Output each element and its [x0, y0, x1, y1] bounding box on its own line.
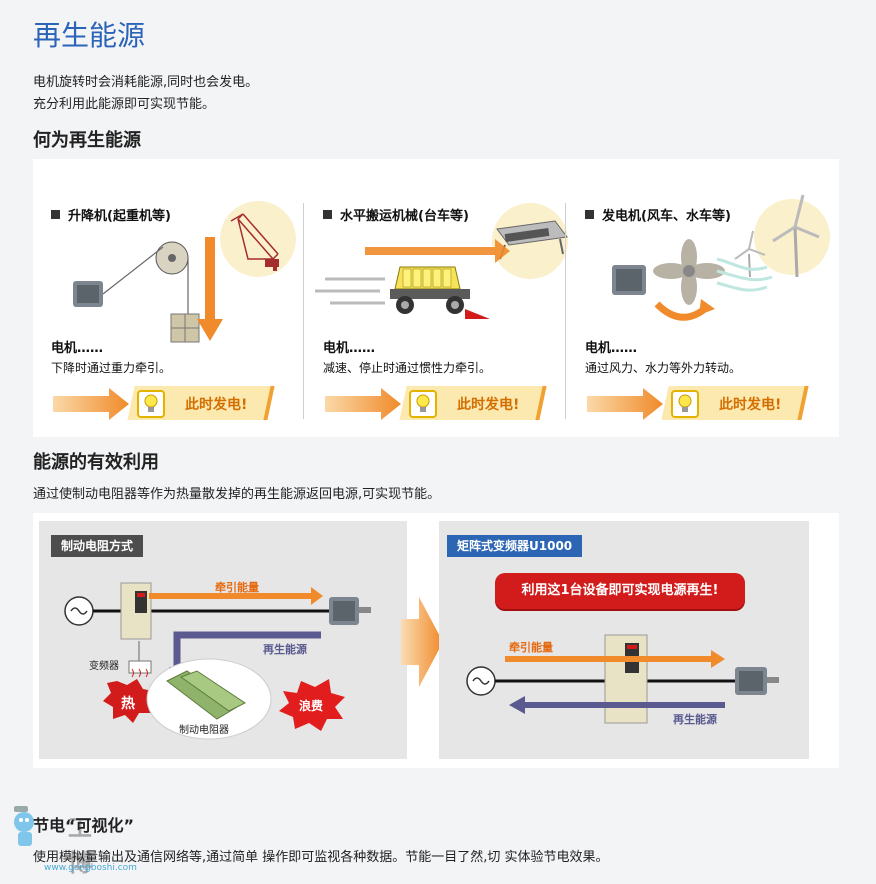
- lightbulb-icon: [409, 390, 437, 418]
- example-title: 水平搬运机械(台车等): [323, 205, 469, 224]
- matrix-inverter-diagram: 矩阵式变频器U1000 利用这1台设备即可实现电源再生! 牵引能量 再生能源: [439, 521, 809, 759]
- crane-illustration: [73, 201, 296, 343]
- regen-highlight-pill: 利用这1台设备即可实现电源再生!: [495, 573, 745, 609]
- motor-label: 电机……: [585, 341, 638, 356]
- braking-diagram-graphic: [64, 582, 371, 740]
- motor-desc: 通过风力、水力等外力转动。: [585, 361, 742, 375]
- motor-desc: 减速、停止时通过惯性力牵引。: [323, 361, 492, 375]
- arrow-right-icon: [587, 388, 663, 420]
- example-title: 升降机(起重机等): [51, 205, 171, 224]
- example-title: 发电机(风车、水车等): [585, 205, 731, 224]
- section3-heading: 节电“可视化”: [33, 816, 135, 835]
- motor-label: 电机……: [323, 341, 376, 356]
- intro-line-1: 电机旋转时会消耗能源,同时也会发电。: [33, 75, 259, 90]
- cart-illustration: [315, 203, 568, 319]
- energy-use-panel: 制动电阻方式 牵引能量 再生能源 变频器 热 制动电阻器: [33, 513, 839, 768]
- generation-text: 此时发电!: [719, 397, 782, 413]
- section2-text: 通过使制动电阻器等作为热量散发掉的再生能源返回电源,可实现节能。: [33, 487, 441, 502]
- generation-text: 此时发电!: [185, 397, 248, 413]
- matrix-inverter-tag: 矩阵式变频器U1000: [447, 535, 583, 557]
- big-arrow-right-icon: [401, 597, 443, 687]
- regen-energy-label: 再生能源: [263, 643, 307, 656]
- lightbulb-icon: [137, 390, 165, 418]
- brand-mark: 工博士: [68, 814, 96, 877]
- heat-label: 热: [121, 696, 135, 712]
- windmill-illustration: [612, 194, 830, 321]
- traction-energy-label: 牵引能量: [215, 581, 259, 594]
- lightbulb-icon: [671, 390, 699, 418]
- divider: [565, 203, 566, 419]
- section1-heading: 何为再生能源: [33, 130, 141, 151]
- motor-desc: 下降时通过重力牵引。: [51, 361, 172, 375]
- braking-resistor-diagram: 制动电阻方式 牵引能量 再生能源 变频器 热 制动电阻器: [39, 521, 407, 759]
- example-lift: 升降机(起重机等) 电机…… 下降时通过重力牵引。: [33, 159, 296, 437]
- intro-text: 电机旋转时会消耗能源,同时也会发电。 充分利用此能源即可实现节能。: [33, 72, 258, 116]
- regen-examples-panel: 升降机(起重机等) 电机…… 下降时通过重力牵引。: [33, 159, 839, 437]
- generation-text: 此时发电!: [457, 397, 520, 413]
- matrix-diagram-graphic: [466, 634, 779, 724]
- section2-heading: 能源的有效利用: [33, 452, 159, 473]
- generation-banner: 此时发电!: [53, 384, 289, 424]
- arrow-right-icon: [53, 388, 129, 420]
- section3-text: 使用模拟量输出及通信网络等,通过简单 操作即可监视各种数据。节能一目了然,切 实…: [33, 850, 609, 865]
- inverter-label: 变频器: [89, 661, 119, 672]
- waste-label: 浪费: [299, 699, 324, 713]
- divider: [303, 203, 304, 419]
- motor-label: 电机……: [51, 341, 104, 356]
- robot-logo-icon: [14, 806, 34, 846]
- intro-line-2: 充分利用此能源即可实现节能。: [33, 97, 216, 112]
- generation-banner: 此时发电!: [325, 384, 561, 424]
- example-horizontal: 水平搬运机械(台车等) 电机…… 减速、停止时通过惯性力牵引。: [305, 159, 568, 437]
- arrow-right-icon: [325, 388, 401, 420]
- regen-energy-label: 再生能源: [673, 713, 717, 726]
- logo-url: www.gongboshi.com: [44, 863, 137, 873]
- example-generator: 发电机(风车、水车等) 电机…… 通过风力、水力等: [567, 159, 830, 437]
- resistor-label: 制动电阻器: [179, 725, 229, 736]
- generation-banner: 此时发电!: [587, 384, 823, 424]
- braking-method-tag: 制动电阻方式: [51, 535, 144, 557]
- page-title: 再生能源: [33, 19, 146, 52]
- traction-energy-label: 牵引能量: [509, 641, 553, 654]
